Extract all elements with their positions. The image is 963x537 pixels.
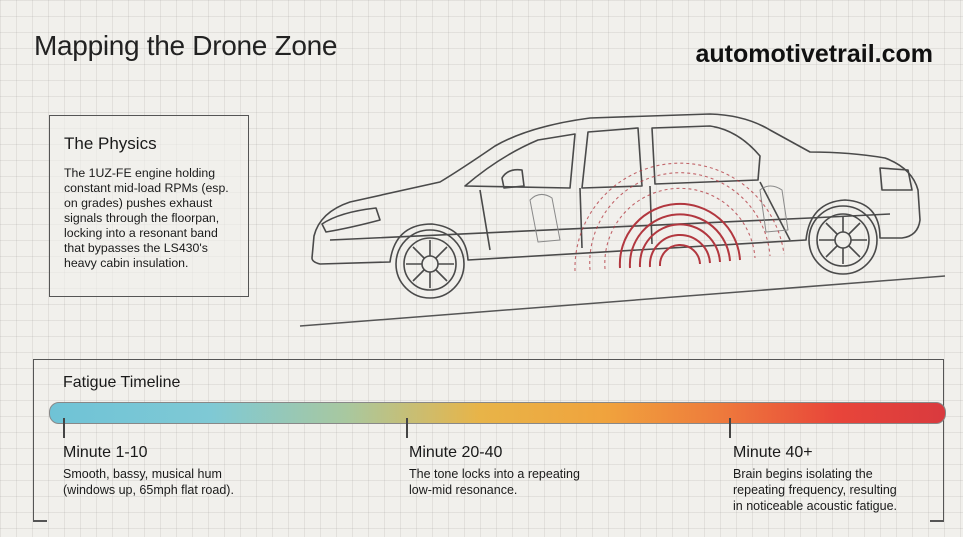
rear-wheel xyxy=(808,205,878,275)
physics-line: heavy cabin insulation. xyxy=(64,256,189,270)
phase-line: Brain begins isolating the xyxy=(733,467,873,481)
phase-text: The tone locks into a repeating low-mid … xyxy=(409,466,580,498)
phase-label: Minute 20-40 xyxy=(409,444,503,461)
frame-corner xyxy=(930,520,944,522)
physics-line: on grades) pushes exhaust xyxy=(64,196,213,210)
phase-text: Brain begins isolating the repeating fre… xyxy=(733,466,897,514)
phase-line: Smooth, bassy, musical hum xyxy=(63,467,222,481)
physics-heading: The Physics xyxy=(64,134,157,153)
physics-line: constant mid-load RPMs (esp. xyxy=(64,181,229,195)
physics-line: that bypasses the LS430's xyxy=(64,241,208,255)
timeline-tick xyxy=(406,418,408,438)
phase-2: Minute 20-40 The tone locks into a repea… xyxy=(409,444,580,498)
frame-corner xyxy=(33,520,47,522)
phase-1: Minute 1-10 Smooth, bassy, musical hum (… xyxy=(63,444,234,498)
physics-panel: The Physics The 1UZ-FE engine holding co… xyxy=(49,115,249,297)
car-body-outline xyxy=(311,113,921,265)
fatigue-timeline: Fatigue Timeline Minute 1-10 Smooth, bas… xyxy=(33,359,946,522)
phase-text: Smooth, bassy, musical hum (windows up, … xyxy=(63,466,234,498)
phase-line: repeating frequency, resulting xyxy=(733,483,897,497)
phase-line: (windows up, 65mph flat road). xyxy=(63,483,234,497)
fatigue-gradient-bar xyxy=(49,402,946,424)
road-line xyxy=(299,275,946,327)
resonance-waves xyxy=(618,202,741,269)
front-wheel xyxy=(395,229,465,299)
phase-3: Minute 40+ Brain begins isolating the re… xyxy=(733,444,897,514)
car-windows xyxy=(464,133,576,189)
physics-line: signals through the floorpan, xyxy=(64,211,220,225)
mirror-shape xyxy=(501,168,525,189)
car-illustration xyxy=(299,113,946,327)
physics-line: locking into a resonant band xyxy=(64,226,218,240)
phase-label: Minute 40+ xyxy=(733,444,813,461)
timeline-title: Fatigue Timeline xyxy=(63,374,181,391)
phase-label: Minute 1-10 xyxy=(63,444,148,461)
phase-line: The tone locks into a repeating xyxy=(409,467,580,481)
phase-line: low-mid resonance. xyxy=(409,483,518,497)
phase-line: in noticeable acoustic fatigue. xyxy=(733,499,897,513)
timeline-tick xyxy=(729,418,731,438)
physics-text: The 1UZ-FE engine holding constant mid-l… xyxy=(64,166,250,271)
site-logo-text: automotivetrail.com xyxy=(695,40,933,68)
page-title: Mapping the Drone Zone xyxy=(34,30,338,61)
physics-line: The 1UZ-FE engine holding xyxy=(64,166,216,180)
timeline-tick xyxy=(63,418,65,438)
timeline-frame xyxy=(33,359,944,522)
